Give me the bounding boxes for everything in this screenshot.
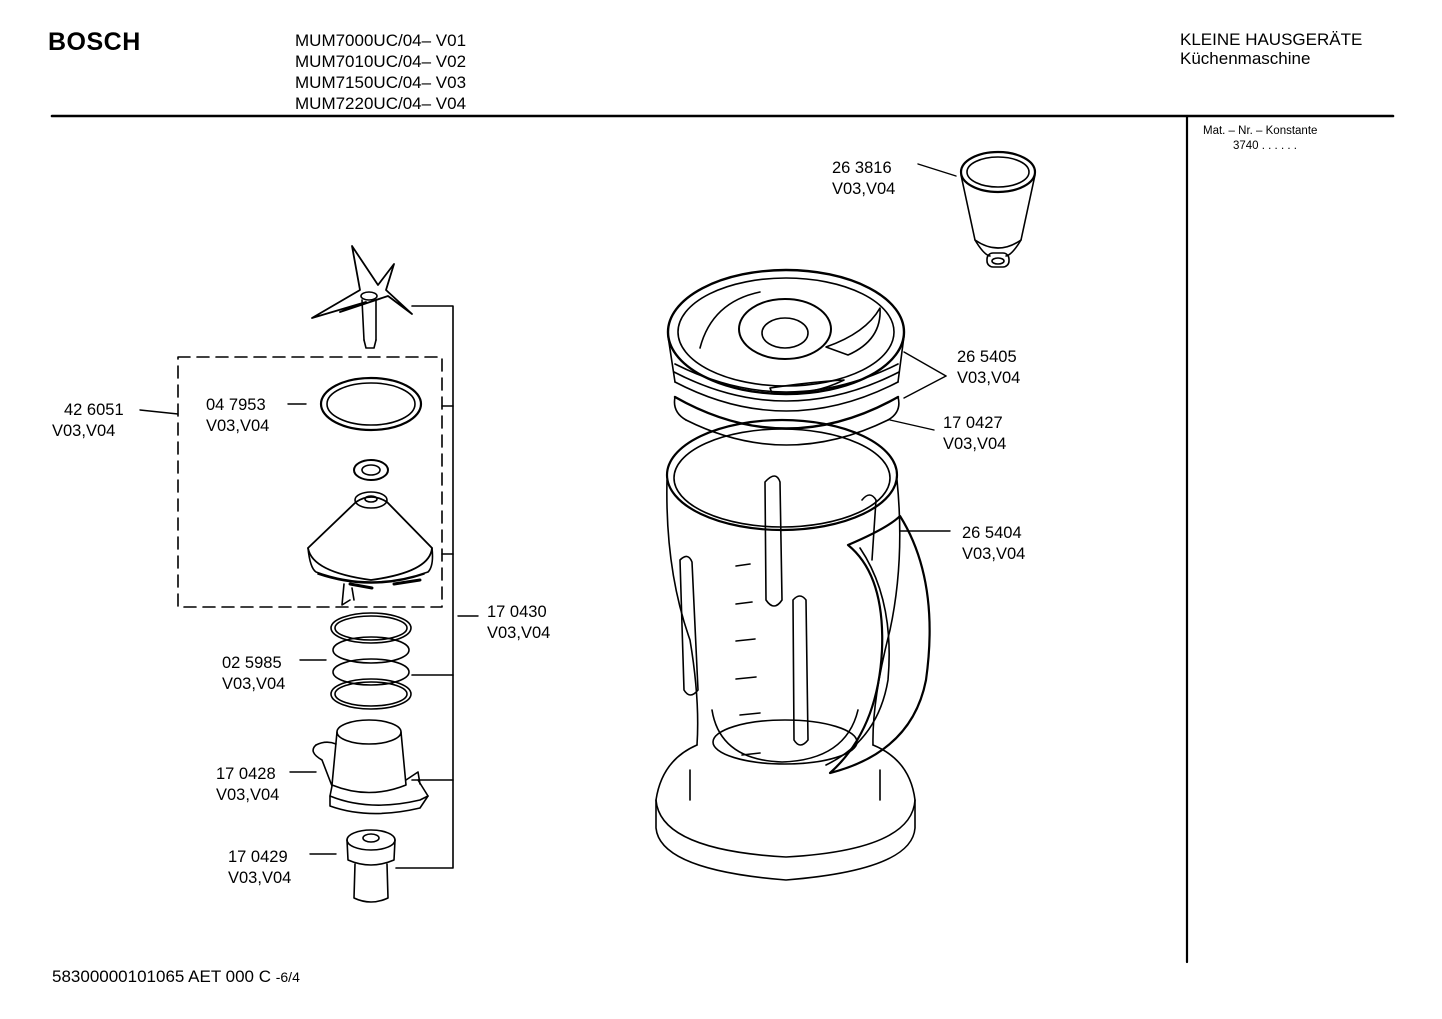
part-label-group: 17 0430 V03,V04 [487,602,550,644]
category-subtitle: Küchenmaschine [1180,49,1311,68]
material-constant-value: 3740 . . . . . . [1233,140,1297,152]
ring-seal-part [319,376,423,432]
model-list: MUM7000UC/04– V01 MUM7010UC/04– V02 MUM7… [295,30,466,114]
filler-cap-part [959,150,1037,268]
washer-part [353,459,389,481]
lid-part [666,268,906,412]
leader-lines [139,163,957,855]
part-versions: V03,V04 [943,435,1007,453]
spring-part [330,612,412,710]
part-number: 26 3816 [832,159,892,177]
part-versions: V03,V04 [832,180,896,198]
group-bracket [395,305,454,869]
model-item: MUM7000UC/04– V01 [295,31,467,50]
part-label-filler-cap: 26 3816 V03,V04 [832,158,895,200]
material-constant: Mat. – Nr. – Konstante 3740 . . . . . . [1203,124,1317,154]
part-label-drive-pin: 17 0429 V03,V04 [228,847,291,889]
model-item: MUM7010UC/04– V02 [295,52,467,71]
assembly-group-box [177,356,443,608]
part-versions: V03,V04 [222,675,286,693]
part-number: 17 0429 [228,848,288,866]
blender-jar-part [655,418,931,881]
document-code: 58300000101065 AET 000 C [52,967,271,986]
document-footer: 58300000101065 AET 000 C -6/4 [52,967,300,987]
group-bracket-tick [411,405,454,781]
drive-pin-part [346,829,396,903]
part-label-coupling: 17 0428 V03,V04 [216,764,279,806]
material-constant-label: Mat. – Nr. – Konstante [1203,125,1318,137]
category-title: KLEINE HAUSGERÄTE [1180,30,1363,49]
part-versions: V03,V04 [228,869,292,887]
part-versions: V03,V04 [206,417,270,435]
coupling-part [312,719,429,815]
model-item: MUM7220UC/04– V04 [295,94,467,113]
blade-part [311,245,413,349]
part-versions: V03,V04 [962,545,1026,563]
part-label-jar: 26 5404 V03,V04 [962,523,1025,565]
brand-logo: BOSCH [48,28,141,56]
category-block: KLEINE HAUSGERÄTE Küchenmaschine [1180,30,1362,68]
blade-housing-part [307,491,434,606]
part-number: 42 6051 [64,401,124,419]
part-versions: V03,V04 [52,422,116,440]
part-versions: V03,V04 [487,624,551,642]
part-number: 26 5404 [962,524,1022,542]
page-number: -6/4 [275,969,300,985]
part-label-assembly: 42 6051 V03,V04 [52,400,124,442]
part-number: 17 0427 [943,414,1003,432]
part-number: 04 7953 [206,396,266,414]
part-versions: V03,V04 [216,786,280,804]
part-number: 17 0430 [487,603,547,621]
part-number: 26 5405 [957,348,1017,366]
part-versions: V03,V04 [957,369,1021,387]
part-label-lid: 26 5405 V03,V04 [957,347,1020,389]
model-item: MUM7150UC/04– V03 [295,73,467,92]
part-label-ring-seal: 04 7953 V03,V04 [206,395,269,437]
part-number: 02 5985 [222,654,282,672]
part-label-spring: 02 5985 V03,V04 [222,653,285,695]
part-label-lid-seal: 17 0427 V03,V04 [943,413,1006,455]
part-number: 17 0428 [216,765,276,783]
